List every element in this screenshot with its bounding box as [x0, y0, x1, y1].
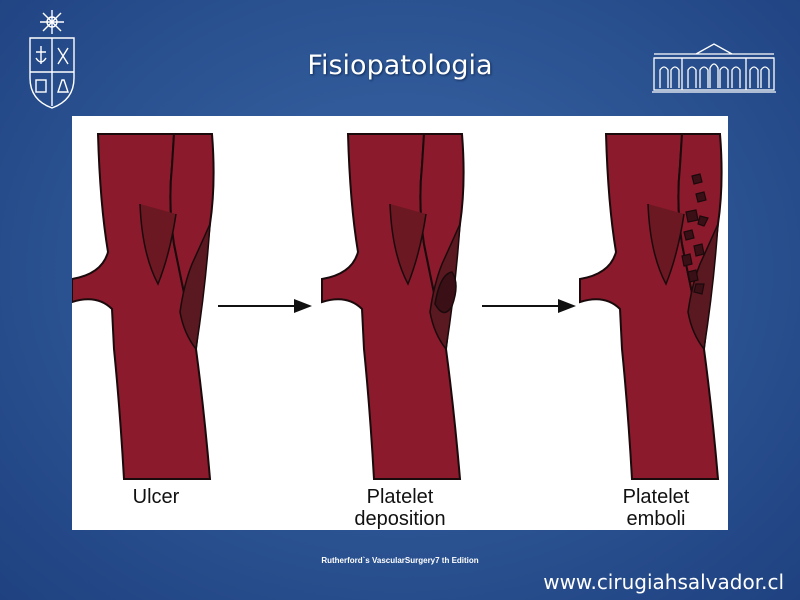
figure-panel: Ulcer Platelet deposition Platelet embol…: [72, 116, 728, 530]
website-link[interactable]: www.cirugiahsalvador.cl: [543, 570, 784, 594]
stage-label-ulcer: Ulcer: [86, 486, 226, 508]
vessel-diagram: [72, 133, 723, 480]
emboli-fragments: [681, 173, 709, 295]
slide-title: Fisiopatologia: [307, 50, 493, 81]
vessel-stage-ulcer: [72, 133, 215, 480]
stage-label-line: deposition: [354, 508, 446, 530]
vessel-stage-deposition: [321, 133, 465, 480]
stage-label-emboli: Platelet emboli: [586, 486, 726, 530]
stage-label-line: Platelet: [366, 486, 434, 508]
hospital-building-icon: [652, 43, 776, 93]
stage-label-line: Platelet: [622, 486, 690, 508]
stage-label-line: Ulcer: [132, 486, 180, 508]
vessel-stage-emboli: [579, 133, 723, 480]
citation-text: Rutherford`s VascularSurgery7 th Edition: [321, 556, 479, 565]
university-crest-icon: [29, 10, 75, 109]
stage-label-deposition: Platelet deposition: [330, 486, 470, 530]
stage-label-line: emboli: [626, 508, 686, 530]
arrow-right-icon: [482, 299, 576, 313]
arrow-right-icon: [218, 299, 312, 313]
